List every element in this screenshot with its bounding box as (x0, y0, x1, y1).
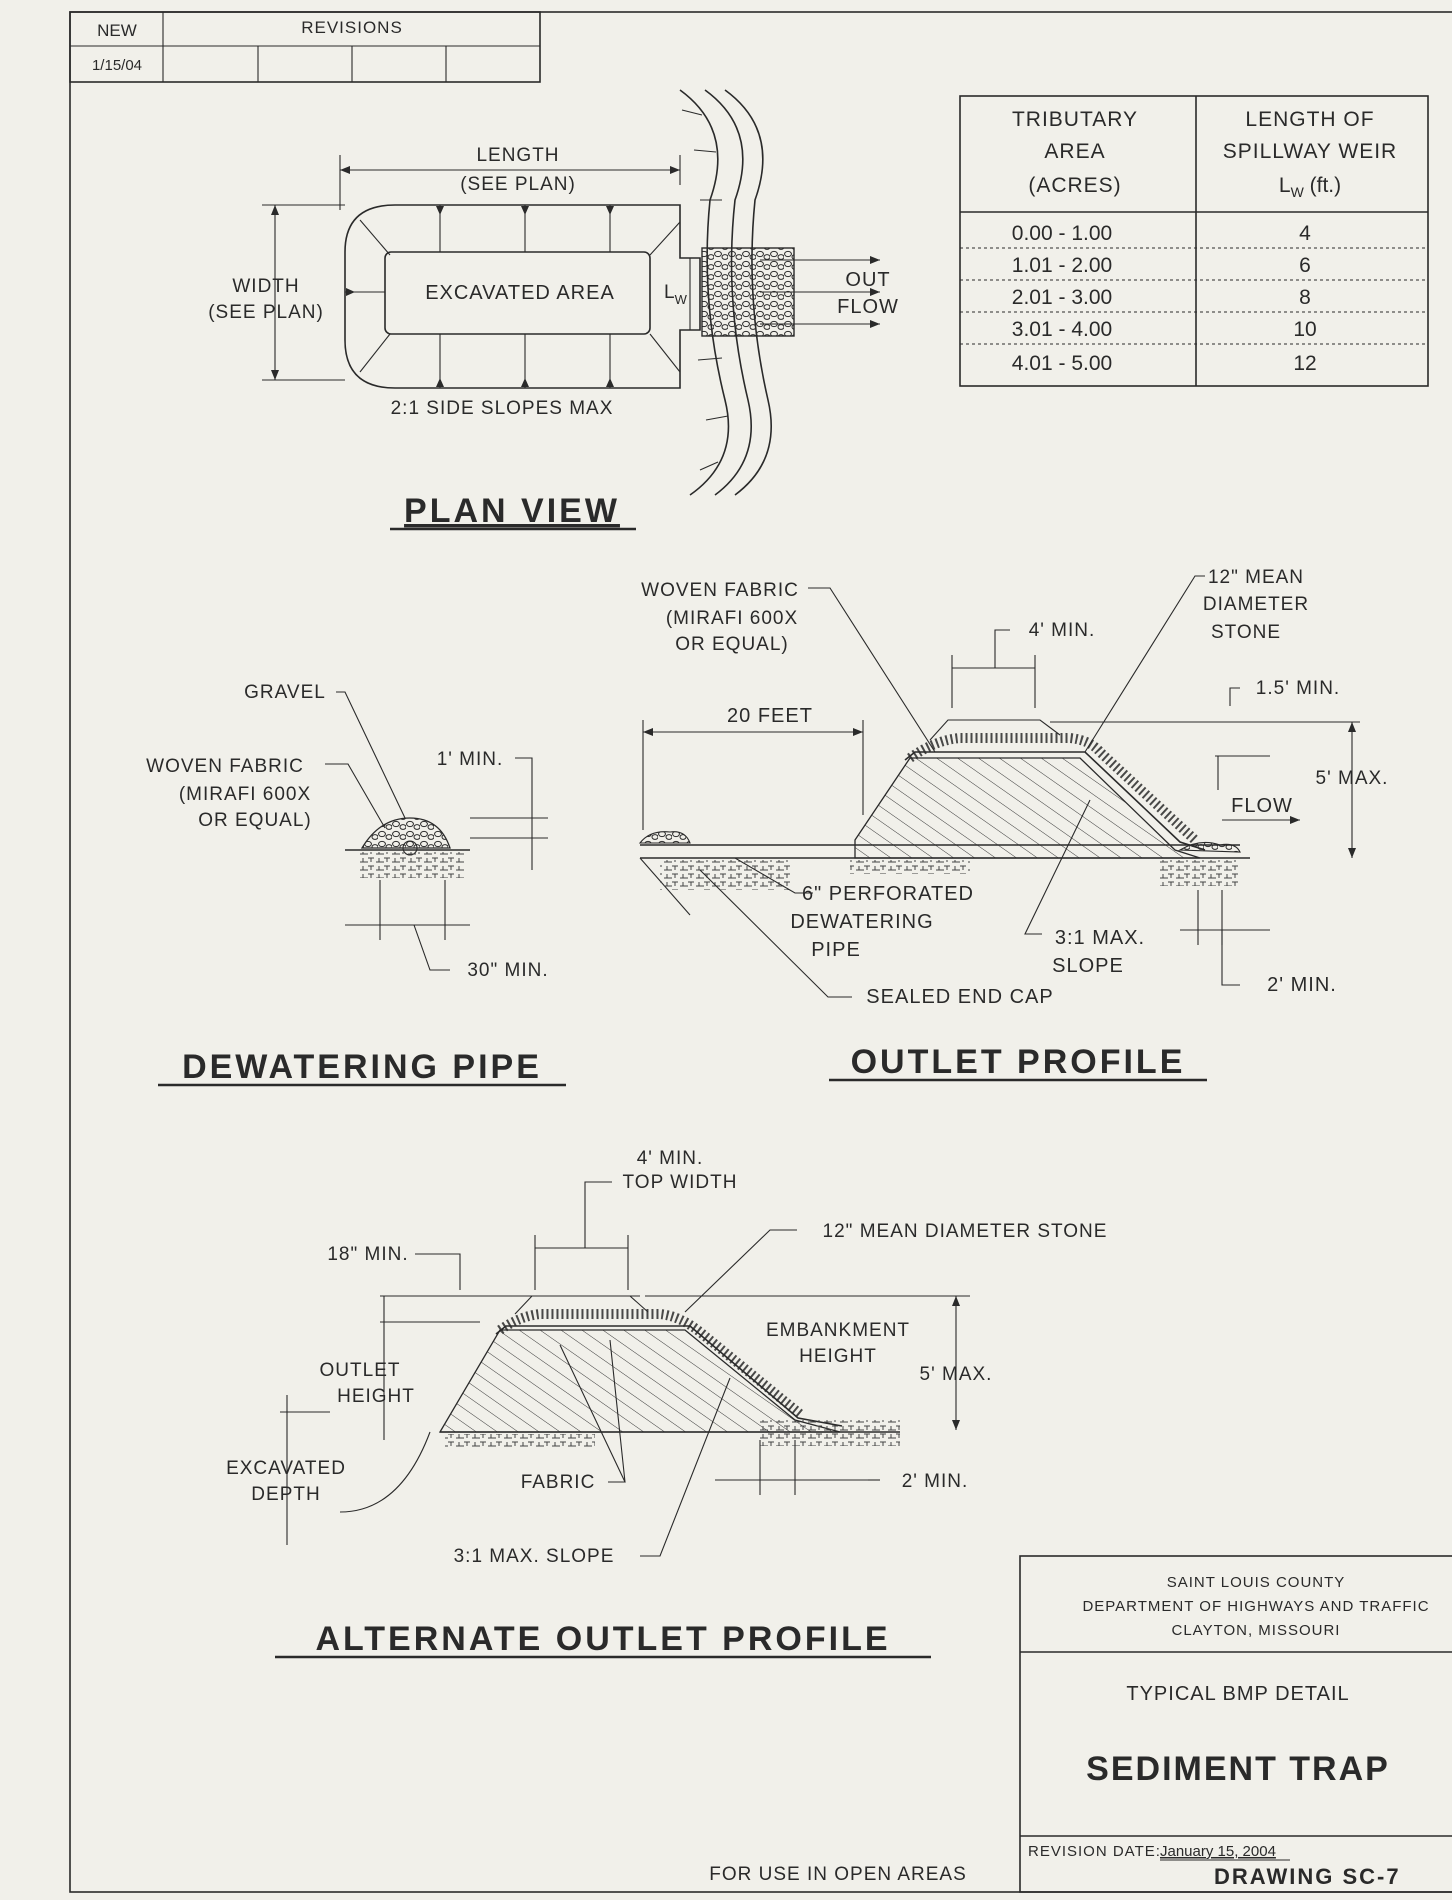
drawing-number: DRAWING SC-7 (1214, 1864, 1401, 1889)
op-perforated-3: PIPE (811, 939, 861, 961)
table-header-area-3: (ACRES) (1028, 174, 1121, 197)
table-length-cell: 8 (1299, 286, 1311, 309)
sheet-border (69, 11, 1452, 1893)
table-area-cell: 4.01 - 5.00 (1012, 352, 1112, 375)
table-header-area-2: AREA (1044, 140, 1105, 163)
plan-view-title: PLAN VIEW (404, 492, 620, 530)
department-name: DEPARTMENT OF HIGHWAYS AND TRAFFIC (1082, 1598, 1429, 1615)
plan-lw-label: LW (664, 282, 688, 307)
table-row: 1.01 - 2.00 6 (1012, 254, 1311, 277)
dp-woven-fabric-1: WOVEN FABRIC (146, 756, 304, 777)
table-area-cell: 0.00 - 1.00 (1012, 222, 1112, 245)
plan-out-label: OUT (845, 269, 890, 291)
table-length-cell: 4 (1299, 222, 1311, 245)
op-stone-3: STONE (1211, 622, 1281, 643)
city-name: CLAYTON, MISSOURI (1172, 1622, 1341, 1639)
spillway-weir-table: TRIBUTARY AREA (ACRES) LENGTH OF SPILLWA… (959, 95, 1429, 387)
alternate-outlet-detail: 4' MIN. TOP WIDTH 12" MEAN DIAMETER STON… (226, 1148, 1108, 1659)
detail-subtitle: TYPICAL BMP DETAIL (1126, 1683, 1349, 1705)
table-row: 0.00 - 1.00 4 (1012, 222, 1311, 245)
op-woven-fabric-3: OR EQUAL) (675, 634, 789, 655)
table-length-cell: 10 (1293, 318, 1316, 341)
ao-two-ft-min: 2' MIN. (902, 1471, 969, 1492)
table-row: 3.01 - 4.00 10 (1012, 318, 1317, 341)
plan-view: LENGTH (SEE PLAN) WIDTH (SEE PLAN) EXCAV… (208, 89, 899, 531)
outlet-profile-detail: WOVEN FABRIC (MIRAFI 600X OR EQUAL) 4' M… (638, 567, 1387, 1082)
title-block: SAINT LOUIS COUNTY DEPARTMENT OF HIGHWAY… (1019, 1555, 1452, 1893)
table-header-length-2: SPILLWAY WEIR (1223, 140, 1397, 163)
ao-eighteen-min: 18" MIN. (327, 1244, 408, 1265)
revisions-label: REVISIONS (301, 18, 403, 37)
table-row: 4.01 - 5.00 12 (1012, 352, 1317, 375)
ao-embankment-2: HEIGHT (799, 1346, 877, 1367)
ao-top-width-1: 4' MIN. (637, 1148, 704, 1169)
table-row: 2.01 - 3.00 8 (1012, 286, 1311, 309)
op-perforated-2: DEWATERING (790, 911, 933, 933)
dp-thirty-in-min: 30" MIN. (467, 960, 548, 981)
ao-outlet-height-2: HEIGHT (337, 1386, 415, 1407)
plan-flow-label: FLOW (837, 296, 899, 318)
agency-name: SAINT LOUIS COUNTY (1167, 1574, 1346, 1591)
table-header-lw: LW (ft.) (1279, 174, 1341, 200)
excavated-area-label: EXCAVATED AREA (425, 282, 615, 304)
alternate-outlet-title: ALTERNATE OUTLET PROFILE (315, 1620, 890, 1658)
op-twenty-feet: 20 FEET (727, 705, 813, 727)
plan-width-label: WIDTH (232, 276, 299, 297)
drawing-title: SEDIMENT TRAP (1086, 1750, 1390, 1788)
table-length-cell: 12 (1293, 352, 1316, 375)
revision-block: NEW REVISIONS 1/15/04 (69, 11, 541, 83)
side-slopes-label: 2:1 SIDE SLOPES MAX (391, 398, 614, 419)
outlet-profile-title: OUTLET PROFILE (851, 1043, 1186, 1081)
ao-excavated-depth-1: EXCAVATED (226, 1458, 346, 1479)
op-four-ft-min: 4' MIN. (1029, 620, 1096, 641)
table-area-cell: 1.01 - 2.00 (1012, 254, 1112, 277)
table-header-length-1: LENGTH OF (1245, 108, 1374, 131)
gravel-label: GRAVEL (244, 682, 326, 703)
op-flow-label: FLOW (1231, 795, 1293, 817)
plan-length-label: LENGTH (476, 145, 559, 166)
ao-fabric-label: FABRIC (521, 1472, 596, 1493)
op-perforated-1: 6" PERFORATED (802, 883, 974, 905)
op-woven-fabric-2: (MIRAFI 600X (666, 608, 798, 629)
table-length-cell: 6 (1299, 254, 1311, 277)
revision-date-value: January 15, 2004 (1160, 1843, 1276, 1860)
op-stone-2: DIAMETER (1203, 594, 1309, 615)
op-slope-2: SLOPE (1052, 955, 1124, 977)
op-one-five-min: 1.5' MIN. (1256, 678, 1340, 699)
ao-top-width-2: TOP WIDTH (623, 1172, 738, 1193)
table-area-cell: 3.01 - 4.00 (1012, 318, 1112, 341)
dewatering-pipe-title: DEWATERING PIPE (182, 1048, 542, 1086)
ao-stone-label: 12" MEAN DIAMETER STONE (823, 1221, 1108, 1242)
op-two-ft-min: 2' MIN. (1267, 974, 1337, 996)
plan-width-see-plan: (SEE PLAN) (208, 302, 324, 323)
ao-slope-label: 3:1 MAX. SLOPE (454, 1546, 615, 1567)
op-sealed-end-cap: SEALED END CAP (866, 986, 1053, 1008)
table-header-area-1: TRIBUTARY (1012, 108, 1138, 131)
ao-embankment-1: EMBANKMENT (766, 1320, 910, 1341)
table-area-cell: 2.01 - 3.00 (1012, 286, 1112, 309)
ao-excavated-depth-2: DEPTH (251, 1484, 320, 1505)
dp-woven-fabric-3: OR EQUAL) (198, 810, 312, 831)
revision-date-label: REVISION DATE: (1028, 1843, 1161, 1860)
op-stone-1: 12" MEAN (1208, 567, 1304, 588)
dewatering-pipe-detail: GRAVEL WOVEN FABRIC (MIRAFI 600X OR EQUA… (146, 682, 566, 1087)
revision-new-label: NEW (97, 21, 137, 40)
dp-woven-fabric-2: (MIRAFI 600X (179, 784, 311, 805)
revision-date: 1/15/04 (92, 57, 142, 74)
plan-length-see-plan: (SEE PLAN) (460, 174, 576, 195)
footer-note: FOR USE IN OPEN AREAS (709, 1864, 967, 1885)
dp-one-ft-min: 1' MIN. (437, 749, 504, 770)
op-slope-1: 3:1 MAX. (1055, 927, 1145, 949)
op-woven-fabric-1: WOVEN FABRIC (641, 580, 799, 601)
ao-outlet-height-1: OUTLET (320, 1360, 401, 1381)
